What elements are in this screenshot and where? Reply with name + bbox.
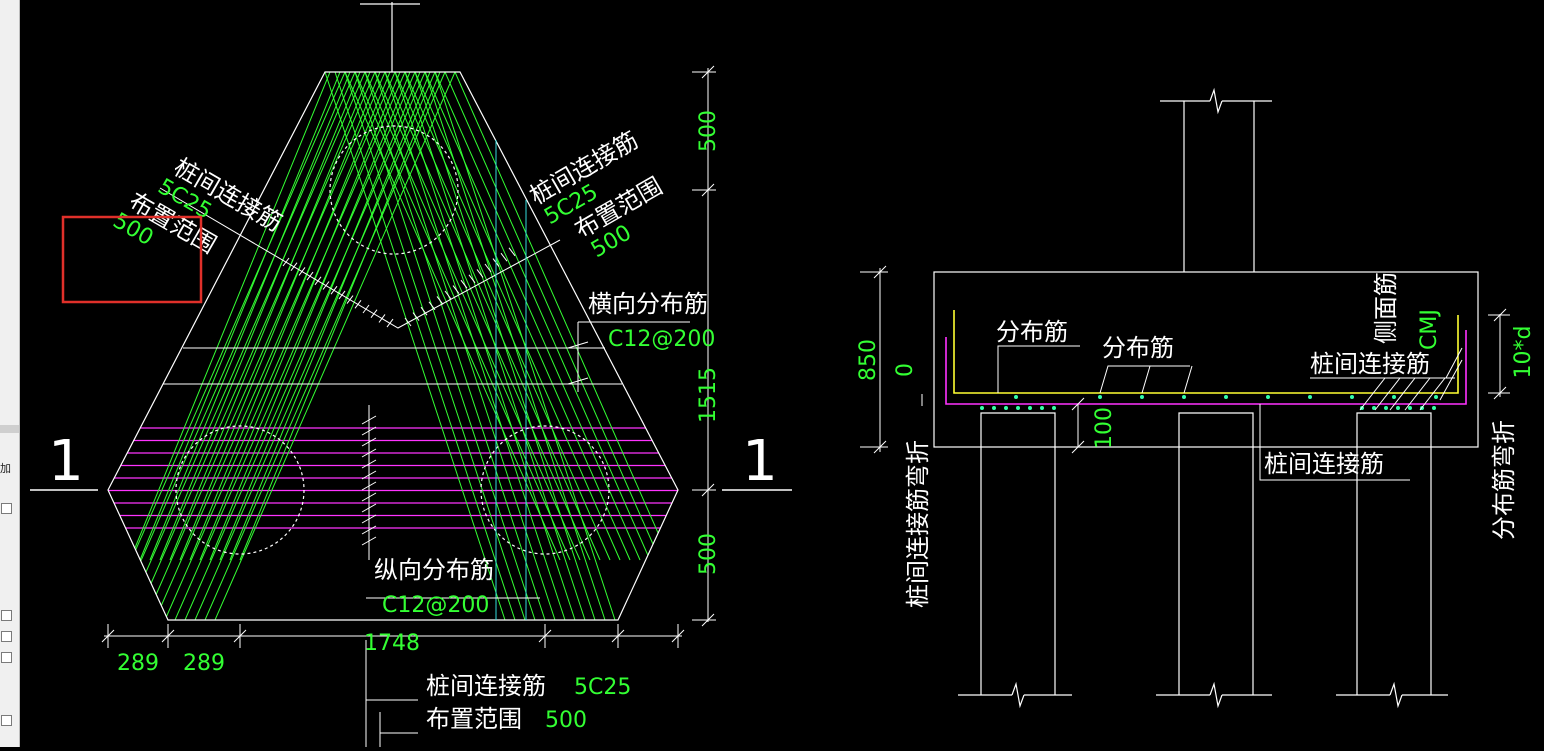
cad-canvas[interactable]: 1 1 500 1515 500	[19, 0, 1544, 747]
pile-circle-top	[329, 125, 459, 255]
dim-bottom-1: 289	[117, 651, 159, 676]
left-toolbar-strip: 加	[0, 0, 20, 747]
dim-right-top: 500	[696, 110, 721, 152]
dim-100: 100	[1092, 407, 1117, 449]
toolbar-label: 加	[0, 462, 11, 475]
pile-conn-label-bottom: 桩间连接筋	[1264, 450, 1384, 478]
pile-cap-outline	[107, 71, 679, 621]
dimension-right	[692, 65, 716, 627]
pile-circle-right	[480, 425, 610, 555]
dim-850: 850	[856, 339, 881, 381]
right-vertical-label: 分布筋弯折	[1490, 420, 1518, 540]
dist-label-1: 分布筋	[996, 318, 1068, 346]
distribution-rebar	[953, 310, 1459, 394]
checkbox-3[interactable]	[1, 631, 12, 642]
pile-cap-section	[933, 271, 1479, 448]
bottom-label-spec: 5C25	[574, 675, 631, 700]
dim-0: 0	[893, 363, 918, 377]
left-vertical-label: 桩间连接筋弯折	[904, 440, 932, 608]
rebar-hatch	[108, 72, 678, 620]
bottom-label-name: 桩间连接筋	[426, 672, 546, 700]
bottom-label-range: 布置范围	[426, 705, 522, 733]
bottom-label-range-value: 500	[545, 708, 587, 733]
dim-right-bottom: 500	[696, 533, 721, 575]
section-dim-left	[860, 265, 1510, 454]
section-mark-right: 1	[742, 429, 778, 494]
section-view: 850 0 100 10*d 分布筋 分布筋 桩间连接筋 桩间连接筋 侧面筋 C…	[856, 87, 1536, 709]
transverse-spec: C12@200	[608, 327, 715, 352]
dim-bottom-total: 1748	[364, 631, 420, 656]
plan-view: 1 1 500 1515 500	[30, 2, 792, 747]
transverse-label: 横向分布筋	[588, 290, 708, 318]
cad-drawing: 1 1 500 1515 500	[30, 2, 1536, 747]
checkbox-4[interactable]	[1, 652, 12, 663]
dimension-bottom	[101, 624, 685, 648]
side-spec: CMJ	[1417, 309, 1442, 350]
side-label: 侧面筋	[1372, 272, 1400, 344]
pile-circle-left	[175, 425, 305, 555]
toolbar-divider	[0, 425, 19, 433]
dim-10d: 10*d	[1511, 326, 1536, 379]
dim-right-mid: 1515	[696, 367, 721, 423]
checkbox-5[interactable]	[1, 715, 12, 726]
dist-label-2: 分布筋	[1102, 334, 1174, 362]
pile-conn-label-top: 桩间连接筋	[1310, 350, 1430, 378]
pile-connection-rebar	[945, 330, 1467, 405]
checkbox-1[interactable]	[1, 503, 12, 514]
dim-bottom-2: 289	[183, 651, 225, 676]
selection-highlight-box	[61, 215, 203, 304]
checkbox-2[interactable]	[1, 610, 12, 621]
longitudinal-spec: C12@200	[382, 593, 489, 618]
longitudinal-label: 纵向分布筋	[374, 556, 494, 584]
section-mark-left: 1	[48, 429, 84, 494]
